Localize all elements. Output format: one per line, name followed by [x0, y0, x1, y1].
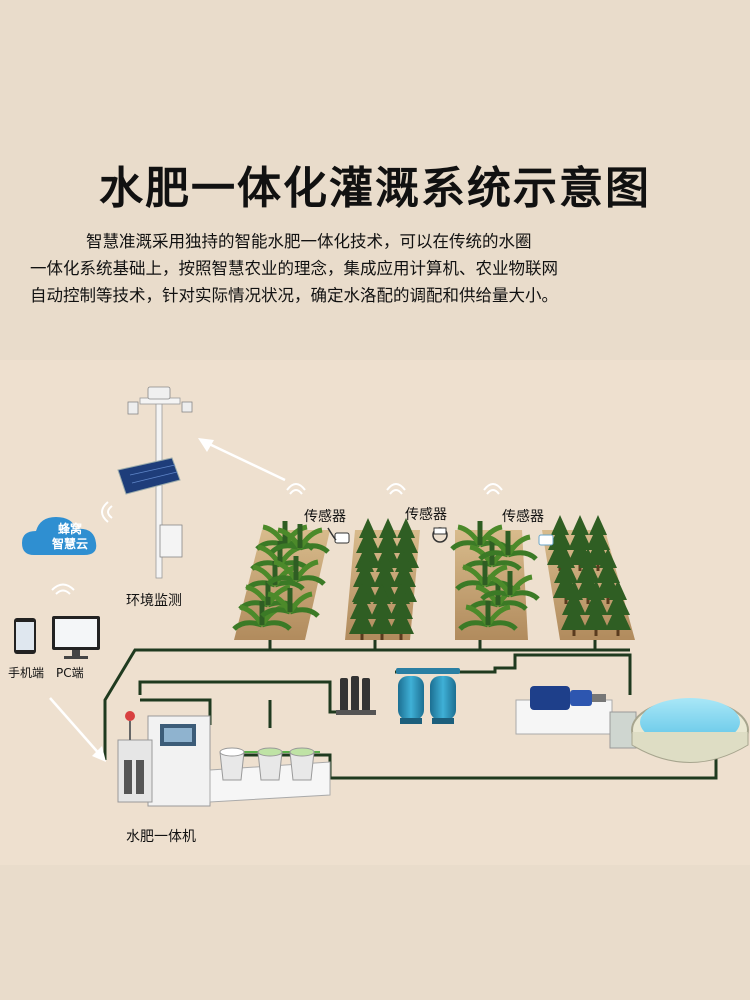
- monitor-icon: [52, 616, 100, 659]
- weather-station: [117, 386, 193, 579]
- page-title: 水肥一体化灌溉系统示意图: [99, 163, 651, 214]
- cloud-label-line: 蜂窝: [57, 522, 82, 536]
- sensor-label: 传感器: [502, 509, 544, 525]
- description: 智慧准溉采用独持的智能水肥一体化技术，可以在传统的水圈 一体化系统基础上，按照智…: [30, 228, 720, 309]
- cloud-label-line: 智慧云: [51, 537, 88, 551]
- fertilizer-tanks: [209, 747, 331, 803]
- pump-station: [515, 686, 613, 735]
- description-line: 一体化系统基础上，按照智慧农业的理念，集成应用计算机、农业物联网: [30, 259, 558, 278]
- cloud-icon: [22, 517, 97, 555]
- mobile-label: 手机端: [8, 666, 45, 680]
- phone-icon: [14, 618, 36, 654]
- sensor-label: 传感器: [304, 509, 346, 525]
- env-monitor-label: 环境监测: [126, 593, 182, 609]
- sand-filter-tanks: [396, 668, 460, 724]
- field-bed-4: [542, 515, 635, 640]
- sensor-device: [327, 527, 554, 546]
- field-bed-2: [345, 518, 420, 640]
- description-line: 自动控制等技术，针对实际情况状况，确定水洛配的调配和供给量大小。: [30, 286, 558, 305]
- cloud-label: 蜂窝 智慧云: [34, 522, 106, 552]
- pc-label: PC端: [56, 666, 84, 680]
- arrow-icon: [49, 438, 286, 762]
- water-pool: [631, 698, 749, 763]
- wifi-icon: [51, 483, 503, 595]
- field-bed-3: [452, 521, 538, 640]
- fertigation-machine-label: 水肥一体机: [126, 829, 196, 845]
- fertigation-machine: [117, 711, 211, 807]
- sensor-label: 传感器: [405, 507, 447, 523]
- field-bed-1: [234, 521, 330, 640]
- filter-unit: [336, 676, 376, 715]
- description-line: 智慧准溉采用独持的智能水肥一体化技术，可以在传统的水圈: [86, 232, 532, 251]
